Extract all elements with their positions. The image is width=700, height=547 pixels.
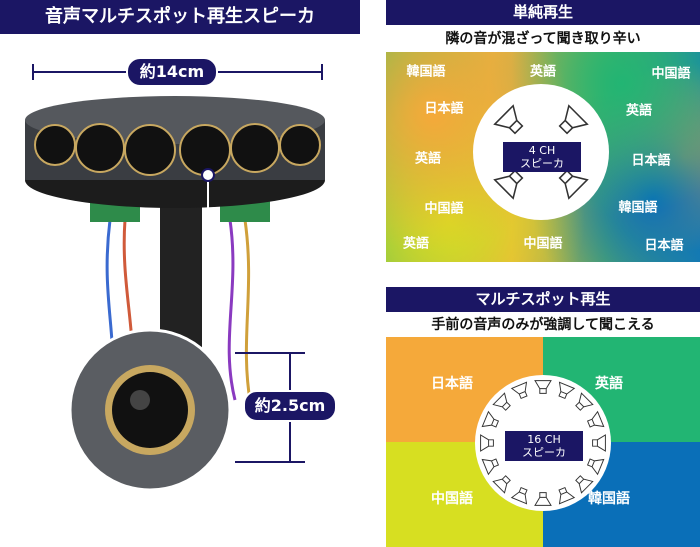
multi-title: マルチスポット再生 — [386, 287, 700, 312]
speaker-icon — [534, 380, 552, 394]
speaker-icon — [575, 475, 594, 494]
speaker-icon — [493, 104, 524, 135]
speaker-icon — [558, 381, 576, 400]
channel-speaker: スピーカ — [522, 446, 566, 459]
quadrant-label: 韓国語 — [588, 491, 630, 507]
multi-quadrant-area: 日本語 英語中国語 韓国語 16 CH スピーカ — [386, 337, 700, 547]
speaker-icon — [534, 492, 552, 506]
language-label: 中国語 — [651, 66, 691, 82]
language-label: 韓国語 — [406, 64, 446, 80]
simple-subtitle: 隣の音が混ざって聞き取り辛い — [445, 31, 641, 47]
speaker-icon — [558, 169, 589, 200]
speaker-icons-16ch — [480, 380, 606, 506]
simple-gradient-area: 韓国語英語中国語日本語英語英語日本語中国語韓国語英語中国語日本語 4 CH スピ… — [386, 52, 700, 262]
speaker-photo — [25, 64, 325, 492]
multi-subtitle: 手前の音声のみが強調して聞こえる — [431, 317, 655, 333]
speaker-icon — [492, 392, 511, 411]
language-label: 英語 — [414, 151, 442, 167]
speaker-icon — [492, 475, 511, 494]
language-label: 日本語 — [631, 153, 671, 169]
speaker-icon — [510, 381, 528, 400]
channel-count: 16 CH — [527, 433, 561, 446]
speaker-icon — [480, 434, 494, 452]
quadrant-label: 英語 — [595, 376, 623, 392]
speaker-icon — [510, 486, 528, 505]
height-label: 約2.5cm — [243, 390, 337, 422]
language-label: 日本語 — [644, 238, 684, 254]
width-label: 約14cm — [126, 57, 218, 87]
speaker-icon — [586, 458, 605, 476]
language-label: 中国語 — [523, 236, 563, 252]
channel-label-16ch: 16 CH スピーカ — [505, 431, 583, 461]
speaker-icons-4ch — [493, 104, 589, 200]
language-label: 韓国語 — [618, 200, 658, 216]
speaker-icon — [592, 434, 606, 452]
speaker-icon — [481, 458, 500, 476]
speaker-icon — [558, 486, 576, 505]
left-title: 音声マルチスポット再生スピーカ — [0, 0, 360, 34]
quadrant-label: 日本語 — [431, 376, 473, 392]
language-label: 英語 — [529, 64, 557, 80]
language-label: 英語 — [402, 236, 430, 252]
language-label: 日本語 — [424, 101, 464, 117]
speaker-icon — [481, 410, 500, 428]
channel-speaker: スピーカ — [520, 157, 564, 170]
language-label: 中国語 — [424, 201, 464, 217]
language-label: 英語 — [625, 103, 653, 119]
simple-title: 単純再生 — [386, 0, 700, 25]
quadrant-label: 中国語 — [431, 491, 473, 507]
speaker-icon — [575, 392, 594, 411]
speaker-icon — [586, 410, 605, 428]
channel-label-4ch: 4 CH スピーカ — [503, 142, 581, 172]
channel-count: 4 CH — [528, 144, 556, 157]
speaker-icon — [558, 104, 589, 135]
